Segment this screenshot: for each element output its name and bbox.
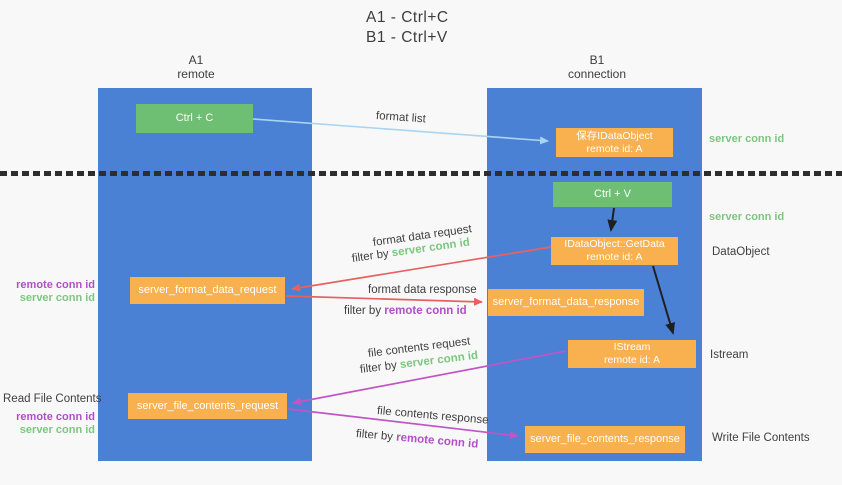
ctrl-c-label: Ctrl + C [175,112,214,124]
filter-by-text: filter by [359,359,398,376]
server-format-data-response-label: server_format_data_response [492,296,640,308]
dotted-separator-line [0,171,842,176]
server-format-data-request-label: server_format_data_request [138,284,277,296]
read-file-contents-annotation: Read File Contents [3,393,102,405]
remote-conn-id-annotation-format: remote conn id [16,279,95,291]
format-list-label: format list [375,110,427,126]
save-idataobject-line2: remote id: A [586,142,643,155]
ctrl-c-box: Ctrl + C [136,104,253,133]
server-conn-id-annotation-top: server conn id [709,133,785,145]
ctrl-v-box: Ctrl + V [553,182,672,207]
istream-line2: remote id: A [603,354,661,366]
lane-a1-name: A1 [188,53,204,67]
getdata-line2: remote id: A [586,251,643,263]
save-idataobject-box: 保存IDataObject remote id: A [556,128,673,157]
dataobject-annotation: DataObject [712,246,770,258]
server-file-contents-request-box: server_file_contents_request [128,393,287,419]
server-conn-id-annotation-format: server conn id [19,292,95,304]
format-data-response-label: format data response [368,284,477,296]
getdata-line1: IDataObject::GetData [564,238,665,250]
getdata-box: IDataObject::GetData remote id: A [551,237,678,265]
istream-line1: IStream [613,341,651,353]
lane-b1-name: B1 [589,53,605,67]
lane-b1-subtitle: connection [567,66,627,81]
filter-by-text: filter by [355,428,394,444]
file-contents-response-label: file contents response [376,405,489,427]
remote-conn-id-text: remote conn id [395,431,479,451]
server-file-contents-response-box: server_file_contents_response [525,426,685,453]
istream-annotation: Istream [710,349,749,361]
format-data-response-arrow [285,295,483,306]
filter-by-text: filter by [351,247,390,265]
save-idataobject-line1: 保存IDataObject [576,129,653,142]
file-response-filter-label: filter by remote conn id [355,428,478,451]
ctrl-v-label: Ctrl + V [594,188,631,200]
server-file-contents-request-label: server_file_contents_request [136,399,279,412]
filter-by-text: filter by [344,305,382,317]
server-conn-id-annotation-mid: server conn id [709,211,785,223]
title-line-1: A1 - Ctrl+C [366,9,449,26]
server-file-contents-response-label: server_file_contents_response [530,433,680,445]
diagram-title: A1 - Ctrl+C B1 - Ctrl+V [366,8,449,48]
write-file-contents-annotation: Write File Contents [712,432,810,444]
lane-a1-subtitle: remote [177,66,215,81]
server-format-data-response-box: server_format_data_response [488,289,644,316]
title-line-2: B1 - Ctrl+V [366,29,448,46]
server-conn-id-annotation-file: server conn id [19,424,95,436]
remote-conn-id-text: remote conn id [384,305,467,317]
istream-box: IStream remote id: A [568,340,696,368]
lane-b1-header: B1 connection [537,53,657,81]
format-response-filter-label: filter by remote conn id [344,305,467,317]
remote-conn-id-annotation-file: remote conn id [16,411,95,423]
server-format-data-request-box: server_format_data_request [130,277,285,304]
lane-a1-header: A1 remote [136,53,256,81]
